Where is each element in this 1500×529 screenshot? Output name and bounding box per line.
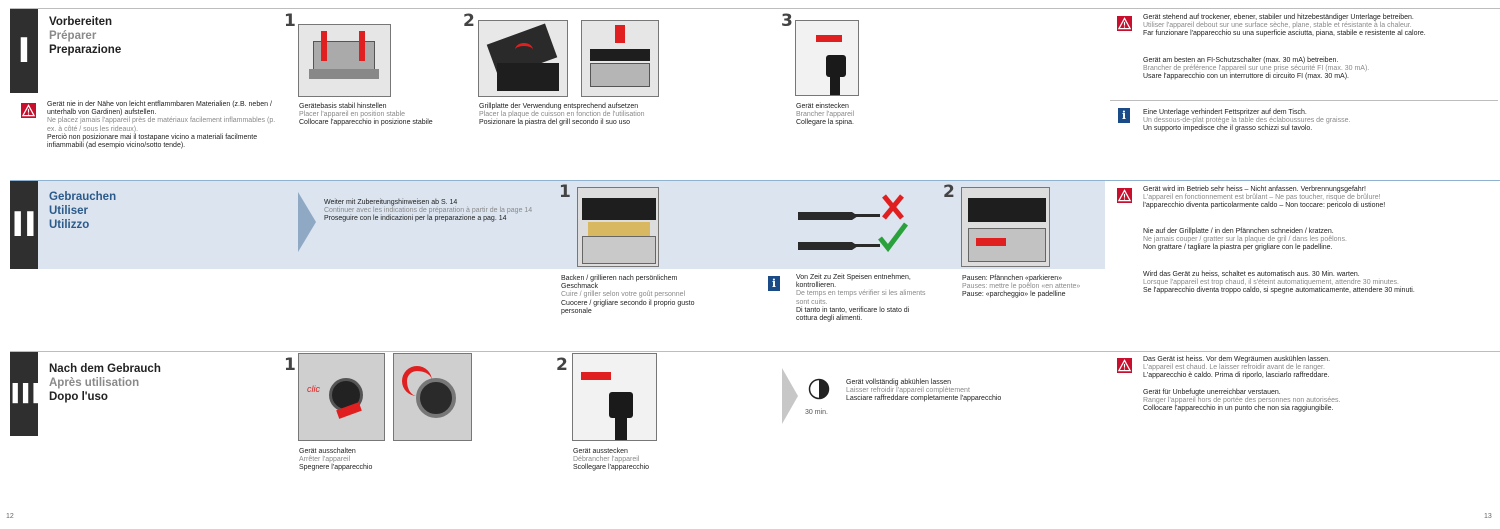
warning-icon [21, 103, 36, 118]
grill-plate-image [478, 20, 568, 97]
pan-correct-incorrect-icon [798, 194, 908, 253]
step-1-caption: Gerätebasis stabil hinstellen Placer l'a… [299, 103, 433, 127]
power-switch-image: clic [298, 353, 385, 441]
top-divider [10, 8, 1500, 9]
right-warning-text: Gerät stehend auf trockener, ebener, sta… [1143, 14, 1426, 38]
cooldown-text: Gerät vollständig abkühlen lassen Laisse… [846, 379, 1002, 403]
chevron-right-icon [298, 192, 316, 252]
knob-image [393, 353, 472, 441]
plug-in-image [795, 20, 859, 96]
warning-icon [1117, 16, 1132, 31]
appliance-base-image [298, 24, 391, 97]
step-3-caption: Gerät einstecken Brancher l'appareil Col… [796, 103, 855, 127]
right-info-text: Eine Unterlage verhindert Fettspritzer a… [1143, 109, 1351, 133]
section-number-3: III [10, 352, 41, 436]
section-2-title: Gebrauchen Utiliser Utilizzo [49, 191, 117, 231]
step-number: 2 [943, 182, 955, 202]
info-icon: i [768, 276, 780, 291]
parking-pans-image [961, 187, 1050, 267]
right-auto-off: Wird das Gerät zu heiss, schaltet es aut… [1143, 271, 1415, 295]
continue-text: Weiter mit Zubereitungshinweisen ab S. 1… [324, 199, 533, 223]
tip-text: Von Zeit zu Zeit Speisen entnehmen, kont… [796, 274, 926, 323]
right-cool-warning: Das Gerät ist heiss. Vor dem Wegräumen a… [1143, 356, 1331, 380]
chevron-right-icon [782, 368, 798, 424]
switch-off-caption: Gerät ausschalten Arrêter l'appareil Spe… [299, 448, 373, 472]
page-number-right: 13 [1484, 513, 1492, 520]
section-number-2: II [10, 181, 38, 269]
step-2-caption-use: Pausen: Pfännchen «parkieren» Pauses: me… [962, 275, 1081, 299]
step-number: 2 [556, 355, 568, 375]
info-icon: i [1118, 108, 1130, 123]
cooldown-time: 30 min. [805, 409, 828, 416]
unplug-image [572, 353, 657, 441]
step-2-caption: Grillplatte der Verwendung entsprechend … [479, 103, 645, 127]
section-1-warning-text: Gerät nie in der Nähe von leicht entflam… [47, 101, 276, 150]
cooldown-clock-icon [808, 378, 830, 400]
grilling-image [577, 187, 659, 267]
warning-icon [1117, 188, 1132, 203]
section-2-band [10, 181, 1105, 269]
right-divider [1110, 100, 1498, 101]
warning-icon [1117, 358, 1132, 373]
step-number: 3 [781, 11, 793, 31]
right-hot-warning: Gerät wird im Betrieb sehr heiss – Nicht… [1143, 186, 1386, 210]
section-1-title: Vorbereiten Préparer Preparazione [49, 16, 122, 56]
step-number: 1 [284, 11, 296, 31]
step-1-caption-use: Backen / grillieren nach persönlichem Ge… [561, 275, 695, 315]
unplug-caption: Gerät ausstecken Débrancher l'appareil S… [573, 448, 650, 472]
page-number-left: 12 [6, 513, 14, 520]
section-number-1: I [10, 9, 38, 93]
right-cut-warning: Nie auf der Grillplatte / in den Pfännch… [1143, 228, 1347, 252]
right-storage-text: Gerät für Unbefugte unerreichbar verstau… [1143, 389, 1341, 413]
right-fi-text: Gerät am besten an FI-Schutzschalter (ma… [1143, 57, 1370, 81]
step-number: 1 [284, 355, 296, 375]
step-number: 1 [559, 182, 571, 202]
grill-plate-mounted-image [581, 20, 659, 97]
section-3-divider [10, 351, 1500, 352]
step-number: 2 [463, 11, 475, 31]
section-3-title: Nach dem Gebrauch Après utilisation Dopo… [49, 363, 161, 403]
section-2-divider [10, 180, 1500, 181]
